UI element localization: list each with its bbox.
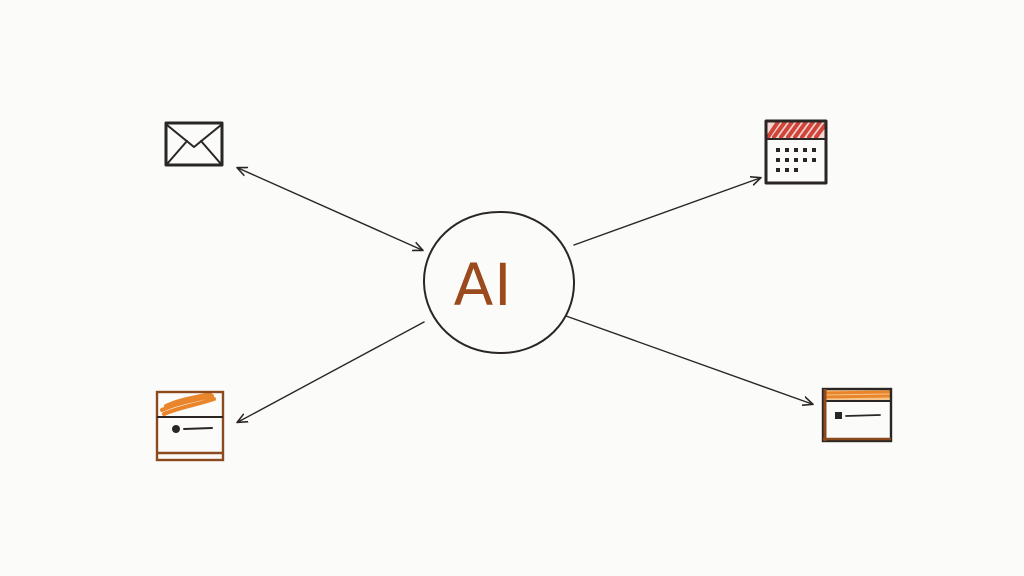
envelope-icon xyxy=(164,121,224,167)
hub-circle xyxy=(422,210,576,355)
document-card-icon-right xyxy=(821,387,893,443)
document-left-header-scribble xyxy=(160,392,216,416)
document-card-icon-left xyxy=(155,390,225,462)
calendar-days xyxy=(776,148,816,172)
ai-hub: AI xyxy=(422,210,576,355)
hub-label: AI xyxy=(454,251,513,319)
calendar-header-scribble xyxy=(766,120,827,139)
connector-calendar xyxy=(573,178,760,246)
connector-document-left xyxy=(238,321,425,422)
connector-email xyxy=(238,168,422,250)
connectors xyxy=(238,168,812,422)
connector-document-right xyxy=(565,315,812,404)
calendar-icon xyxy=(764,119,828,185)
document-right-header-scribble xyxy=(822,390,892,399)
